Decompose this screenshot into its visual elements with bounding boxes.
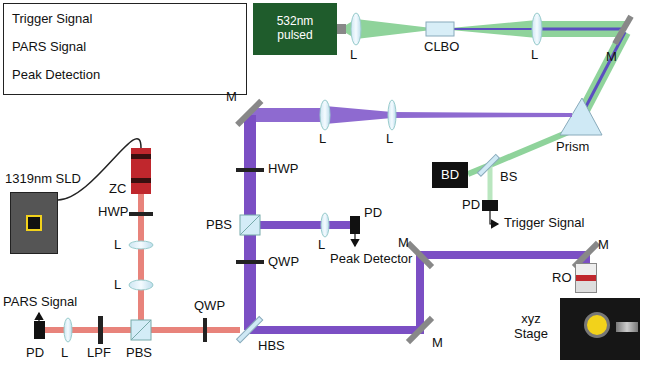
lens [351,13,361,45]
waveplate [129,212,153,216]
pbs-cube [240,215,260,235]
part-label: M [432,336,443,351]
lens [129,241,153,249]
pulsed-laser: 532nm pulsed [253,3,337,55]
part-label: L [114,278,121,293]
component-label: 1319nm SLD [5,172,81,187]
collimator-band [131,178,151,183]
part-label: L [386,132,393,147]
part-label: M [598,238,609,253]
component-label: Peak Detection [12,68,100,83]
zoom-collimator: ZC [131,148,151,194]
component-label: 532nm pulsed [259,15,331,43]
collimator-band [131,154,151,159]
part-label: PD [462,198,480,213]
part-label: HWP [98,205,128,220]
lens [320,100,330,130]
lens [532,13,542,45]
component-label: PARS Signal [12,40,86,55]
part-label: M [606,50,617,65]
stage-rail [616,322,638,332]
part-label: Trigger Signal [504,216,584,231]
part-label: CLBO [424,40,459,55]
part-label: BS [500,170,517,185]
component-label: ZC [109,182,126,197]
lens [321,213,329,237]
optical-fiber [58,139,141,200]
part-label: L [61,346,68,361]
waveplate [236,168,264,172]
component-label: BD [441,168,459,183]
component-label: RO [552,271,572,286]
sld-chip [26,215,42,231]
uv-beam [244,106,590,334]
part-label: LPF [87,346,111,361]
sample-mount [584,312,610,338]
photodiode [350,216,360,234]
probe-beam [45,194,240,333]
part-label: M [398,236,409,251]
lens [129,280,153,290]
xyz-stage: xyz Stage [560,298,640,360]
part-label: HWP [268,162,298,177]
part-label: PD [26,346,44,361]
component-label: xyz Stage [506,312,556,342]
mirror [406,316,434,344]
part-label: Prism [556,140,589,155]
part-label: L [319,132,326,147]
reflective-objective: RO [575,263,597,293]
part-label: L [531,48,538,63]
waveplate [203,318,207,342]
part-label: M [226,90,237,105]
clbo-crystal [426,22,454,36]
photodiode [482,200,498,211]
sld-source: 1319nm SLD [10,192,58,254]
lens [388,100,396,130]
part-label: PARS Signal [3,295,77,310]
part-label: QWP [194,299,225,314]
part-label: PBS [126,346,152,361]
part-label: QWP [268,255,299,270]
long-pass-filter [98,316,103,344]
beam-splitter [477,154,499,176]
part-label: L [114,238,121,253]
waveplate [236,260,264,264]
beam-dump: BD [432,162,468,188]
component-label: Trigger Signal [12,12,92,27]
laser-aperture [337,24,346,34]
mirror [235,99,263,127]
pbs-cube [131,320,151,340]
part-label: L [318,238,325,253]
signal-inset: Trigger SignalPARS SignalPeak Detection [3,3,247,95]
part-label: L [350,48,357,63]
part-label: PBS [206,218,232,233]
photodiode [34,321,45,339]
green-beam [346,19,625,200]
lens [64,318,72,342]
part-label: HBS [258,339,285,354]
part-label: Peak Detector [330,252,412,267]
mirror [612,15,633,46]
part-label: PD [364,206,382,221]
